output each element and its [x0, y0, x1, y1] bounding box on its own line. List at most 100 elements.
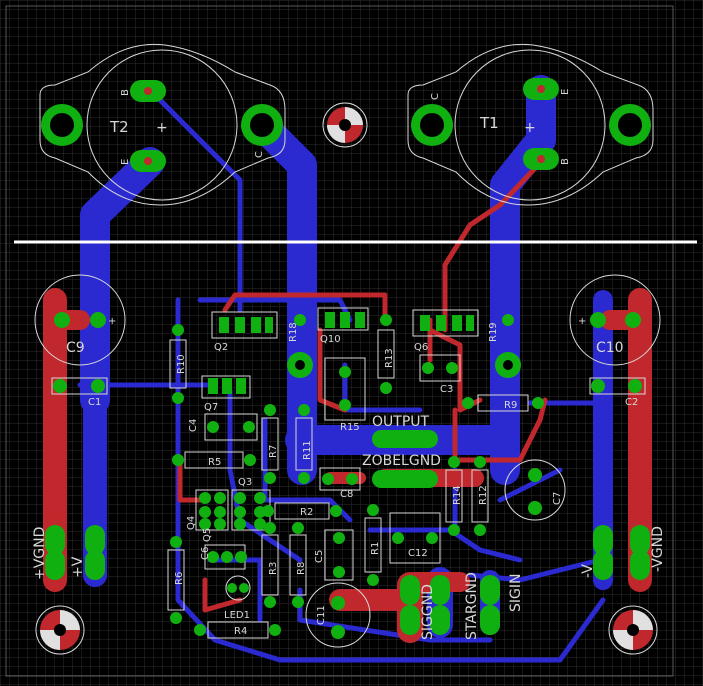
- minus-vgnd-pad-1: [630, 525, 650, 555]
- t2-outline: [39, 43, 286, 206]
- c10-outline: [569, 274, 661, 366]
- q7-outline: [201, 375, 251, 399]
- c9-label: C9: [66, 340, 85, 356]
- q3-label: Q3: [238, 477, 252, 488]
- c5-outline: [324, 529, 354, 581]
- silkscreen-text: T2 B E C + T1 C E B + C9 + C10 + C1 C2 C…: [32, 89, 666, 640]
- r14-label: R14: [452, 485, 463, 505]
- c5-label: C5: [314, 550, 325, 563]
- r11-label: R11: [302, 440, 313, 460]
- r13-outline: [377, 329, 395, 379]
- minus-v-pad-2: [593, 550, 613, 580]
- t2-case: [86, 49, 238, 201]
- r8-outline: [289, 534, 307, 596]
- r14-outline: [445, 469, 463, 523]
- c10-label: C10: [596, 340, 624, 356]
- q2-outline: [211, 311, 278, 339]
- r4-outline: [207, 621, 269, 639]
- r4-label: R4: [234, 626, 247, 637]
- q7-label: Q7: [204, 402, 218, 413]
- c10-plus: +: [578, 316, 586, 327]
- q4-label: Q4: [186, 516, 197, 530]
- c7-label: C7: [552, 492, 563, 505]
- r11-outline: [295, 417, 313, 471]
- minus-v-label: -V: [580, 564, 596, 578]
- r6-label: R6: [174, 572, 185, 585]
- zobel-gnd-pad: [372, 470, 438, 488]
- silkscreen-layer: [34, 43, 661, 648]
- r3-outline: [261, 534, 279, 596]
- trace-q-top: [222, 292, 388, 323]
- q4-outline: [195, 489, 229, 531]
- r12-label: R12: [478, 485, 489, 505]
- plus-v-pad-1: [85, 525, 105, 555]
- r19-label: R19: [488, 322, 499, 342]
- c4-outline: [204, 413, 258, 441]
- sig-gnd-pad-1: [400, 575, 420, 605]
- r10-label: R10: [176, 354, 187, 374]
- c1-outline: [51, 377, 108, 395]
- minus-vgnd-label: -VGND: [650, 526, 666, 572]
- c1-label: C1: [88, 397, 101, 408]
- mount-hole-top: [322, 102, 368, 148]
- c11-outline: [305, 582, 371, 648]
- board-outline: [5, 5, 674, 677]
- q6-outline: [412, 309, 479, 337]
- q6-label: Q6: [414, 342, 428, 353]
- zobel-gnd-label: ZOBELGND: [362, 453, 441, 469]
- t1-pin-b: B: [560, 158, 571, 165]
- plus-vgnd-pad-1: [45, 525, 65, 555]
- plus-vgnd-label: +VGND: [32, 527, 48, 580]
- r9-outline: [477, 394, 529, 412]
- c7-outline: [504, 459, 566, 521]
- star-gnd-pad-1: [430, 575, 450, 605]
- r2-outline: [274, 502, 330, 520]
- led1-label: LED1: [224, 610, 250, 621]
- trace-b2-feed: [147, 87, 243, 313]
- trace-t2-emitter: [80, 147, 165, 415]
- r7-outline: [261, 417, 279, 471]
- minus-vgnd-pad-2: [630, 550, 650, 580]
- t1-case: [454, 49, 606, 201]
- sig-gnd-label: SIGGND: [420, 584, 436, 640]
- t1-plus: +: [524, 120, 536, 136]
- t2-pin-c: C: [254, 151, 265, 158]
- minus-v-pad-1: [593, 525, 613, 555]
- r5-outline: [184, 451, 244, 469]
- plus-v-label: +V: [70, 556, 86, 578]
- c12-outline: [389, 512, 441, 564]
- t1-outline: [407, 43, 654, 206]
- t1-pin-c: C: [430, 93, 441, 100]
- q10-label: Q10: [320, 334, 341, 345]
- t1-label: T1: [479, 114, 499, 132]
- trace-c7-link: [497, 467, 563, 503]
- plus-v-pad-2: [85, 550, 105, 580]
- t2-pin-e: E: [120, 159, 131, 165]
- pads-layer: [35, 78, 658, 655]
- r5-label: R5: [208, 457, 221, 468]
- r3-label: R3: [268, 562, 279, 575]
- c2-outline: [589, 377, 646, 395]
- r13-label: R13: [384, 348, 395, 368]
- output-label: OUTPUT: [372, 414, 430, 430]
- c2-label: C2: [625, 397, 638, 408]
- q10-outline: [317, 307, 369, 331]
- c11-label: C11: [316, 605, 327, 625]
- mount-hole-bottom-right: [608, 605, 658, 655]
- trace-mid-r: [317, 327, 348, 413]
- r15-outline: [324, 357, 366, 421]
- sig-in-pad-2: [480, 605, 500, 635]
- r15-label: R15: [340, 422, 360, 433]
- q2-label: Q2: [214, 342, 228, 353]
- c6-label: C6: [200, 547, 211, 560]
- sig-in-pad-1: [480, 575, 500, 605]
- c3-outline: [419, 354, 461, 382]
- t2-pin-b: B: [120, 89, 131, 96]
- trace-t1-emitter: [490, 75, 556, 485]
- q5-label: Q5: [202, 528, 213, 542]
- r2-label: R2: [300, 507, 313, 518]
- mount-hole-bottom-left: [35, 605, 85, 655]
- trace-left-r: [177, 457, 208, 503]
- r9-label: R9: [504, 400, 517, 411]
